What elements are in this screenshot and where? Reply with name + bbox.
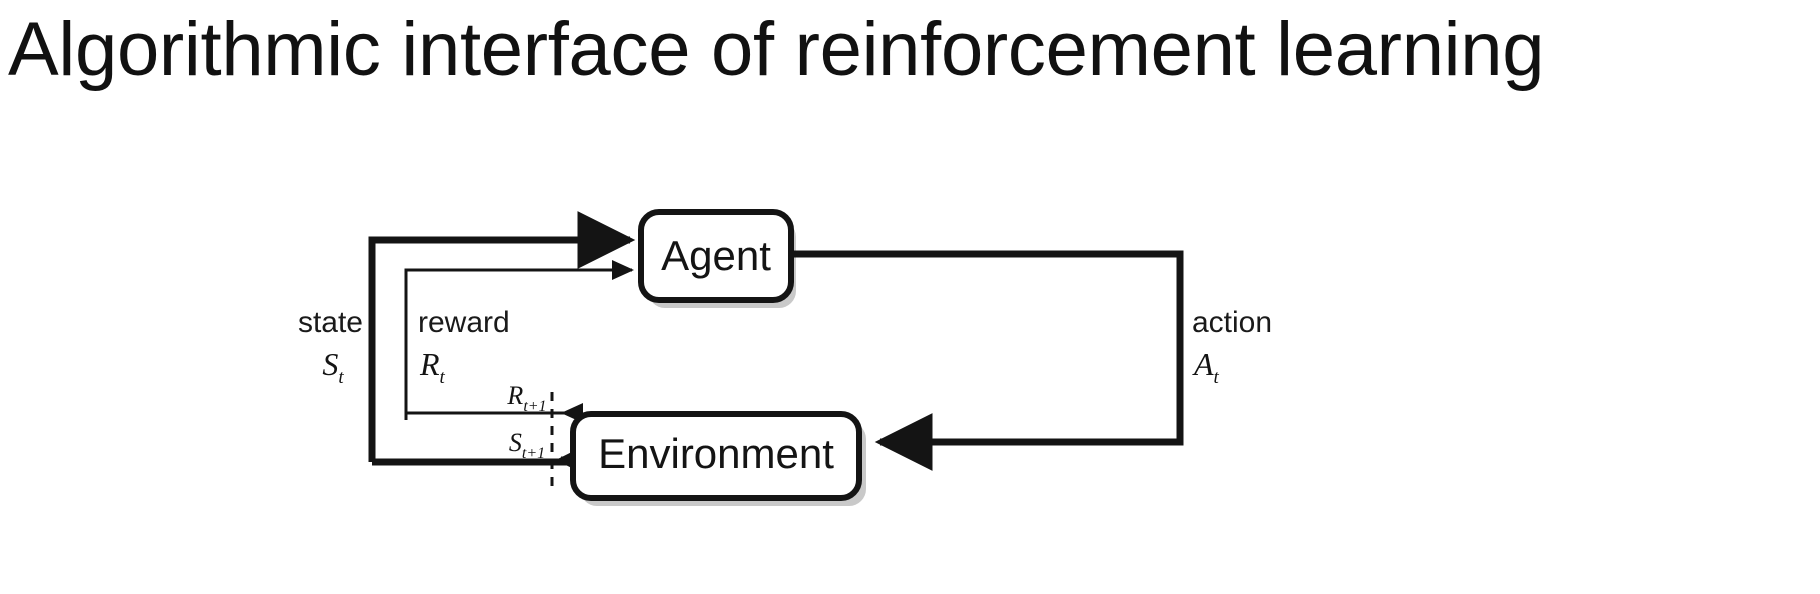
state-symbol-subscript: t [338,367,344,388]
environment-box[interactable] [570,411,862,501]
state-next-symbol-base: S [509,428,522,457]
page-title: Algorithmic interface of reinforcement l… [8,7,1545,92]
reward-next-label: Rt+1 [506,381,546,415]
state-symbol-base: S [322,346,338,382]
reward-label-word: reward [418,306,510,339]
reward-next-symbol-base: R [506,381,523,410]
action-label-symbol: At [1192,346,1220,388]
reward-next-symbol-subscript: t+1 [523,398,546,415]
state-label-word: state [298,306,363,339]
action-label-word: action [1192,306,1272,339]
edge-state-to-agent [368,211,636,462]
action-symbol-subscript: t [1214,367,1220,388]
agent-box-label: Agent [661,232,771,279]
reward-symbol-base: R [419,346,440,382]
state-next-symbol-subscript: t+1 [522,445,545,462]
reward-label-symbol: Rt [419,346,446,388]
environment-box-label: Environment [598,430,834,477]
edge-reward-to-agent [404,260,634,420]
diagram-container: Agent Environment state St reward Rt act… [0,170,1820,530]
action-symbol-base: A [1192,346,1214,382]
edge-action-to-environment [794,250,1184,471]
agent-box[interactable] [638,209,794,303]
state-next-label: St+1 [509,428,545,462]
reward-symbol-subscript: t [440,367,446,388]
state-label-symbol: St [322,346,344,388]
reinforcement-learning-loop-diagram: Agent Environment state St reward Rt act… [298,209,1272,506]
